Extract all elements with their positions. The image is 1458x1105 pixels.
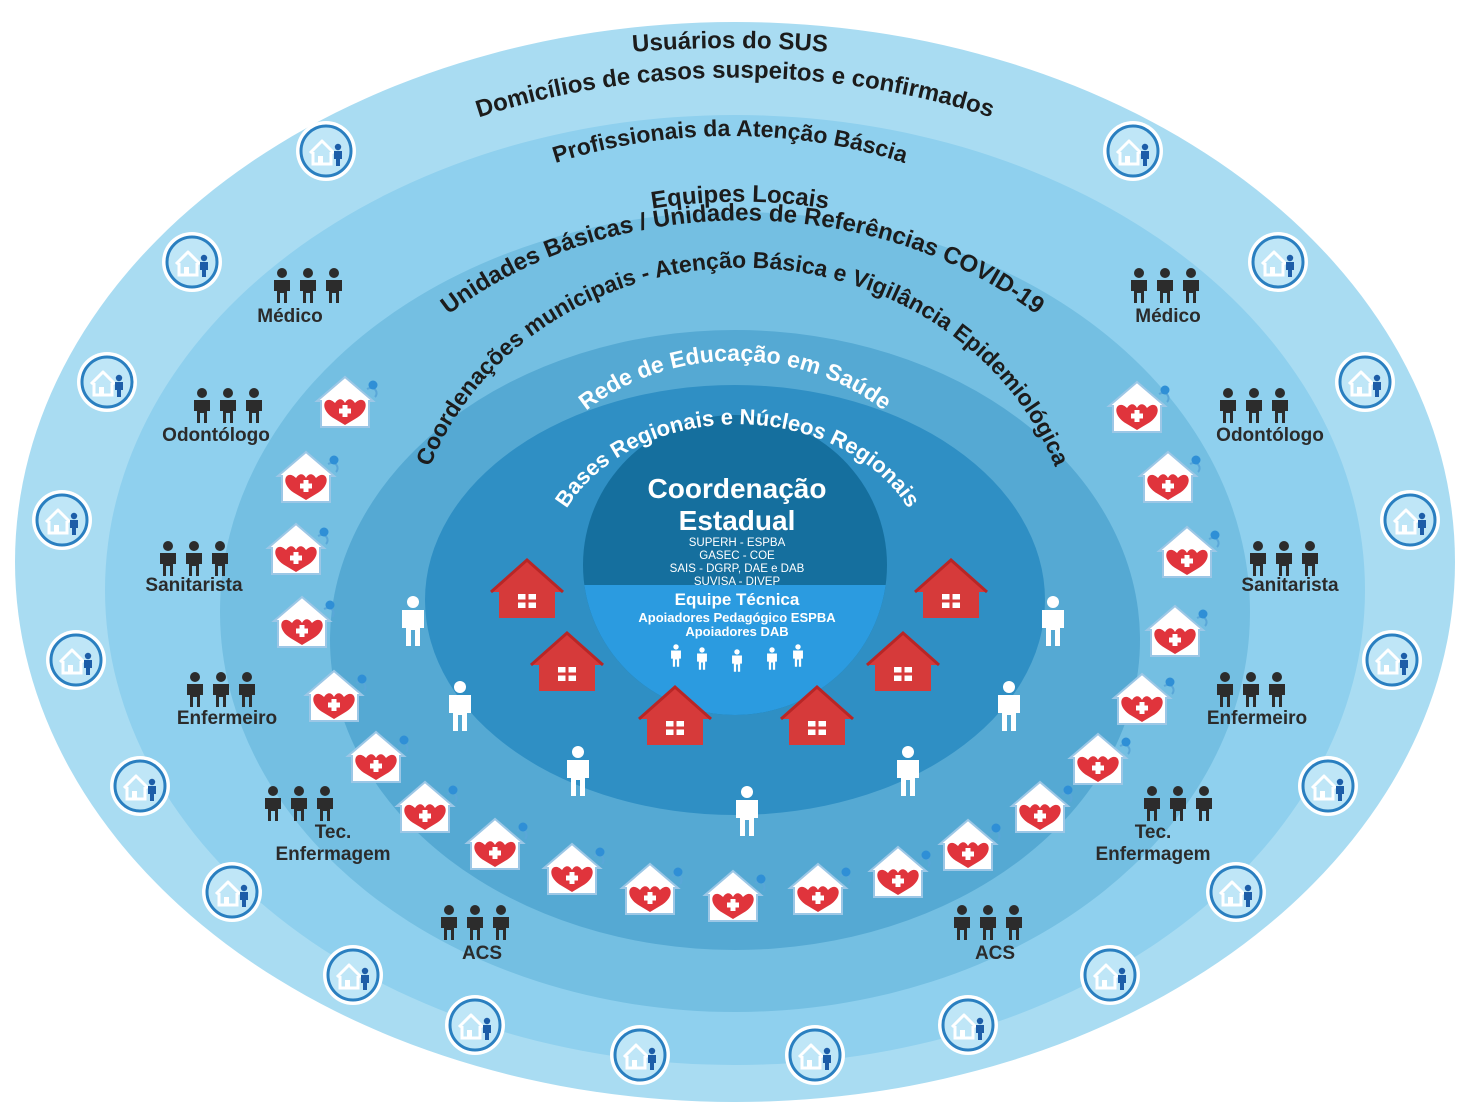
role-label: Sanitarista (145, 575, 243, 596)
team-line1: Apoiadores Pedagógico ESPBA (638, 610, 836, 625)
home-family-icon (1378, 488, 1442, 552)
home-family-icon (783, 1023, 847, 1087)
center-sub-4: SUVISA - DIVEP (694, 576, 781, 588)
label-usuarios-sus: Usuários do SUS (631, 27, 829, 58)
role-label: ACS (462, 943, 502, 964)
role-label: Odontólogo (162, 425, 270, 446)
home-family-icon (44, 628, 108, 692)
home-family-icon (1333, 350, 1397, 414)
home-family-icon (200, 860, 264, 924)
center-sub-1: SUPERH - ESPBA (689, 537, 786, 549)
group-tec-enfermagem-left: Tec. Enfermagem (265, 786, 391, 865)
role-label: Médico (257, 306, 322, 327)
group-enfermeiro-left: Enfermeiro (177, 672, 277, 729)
role-label: Enfermagem (1095, 844, 1210, 865)
role-label: Enfermagem (275, 844, 390, 865)
group-sanitarista-left: Sanitarista (145, 541, 243, 596)
center-coordenacao: Coordenação Estadual SUPERH - ESPBA GASE… (638, 473, 836, 672)
team-title: Equipe Técnica (675, 590, 800, 609)
group-odontologo-left: Odontólogo (162, 388, 270, 446)
group-acs-left: ACS (441, 905, 509, 964)
home-family-icon (608, 1023, 672, 1087)
professionals-right: Médico Odontólogo Sanitarista Enfermeiro… (954, 268, 1339, 964)
group-enfermeiro-right: Enfermeiro (1207, 672, 1307, 729)
role-label: ACS (975, 943, 1015, 964)
role-label: Odontólogo (1216, 425, 1324, 446)
home-family-icon (108, 754, 172, 818)
home-family-icon (1078, 943, 1142, 1007)
home-family-icon (1360, 628, 1424, 692)
role-label: Enfermeiro (1207, 708, 1307, 729)
home-family-icon (160, 230, 224, 294)
role-label: Enfermeiro (177, 708, 277, 729)
center-title-line2: Estadual (679, 505, 796, 536)
role-label: Sanitarista (1241, 575, 1339, 596)
role-label: Tec. (315, 822, 352, 843)
center-sub-2: GASEC - COE (699, 550, 775, 562)
group-acs-right: ACS (954, 905, 1022, 964)
group-odontologo-right: Odontólogo (1216, 388, 1324, 446)
home-family-icon (936, 993, 1000, 1057)
home-family-icon (30, 488, 94, 552)
home-family-icon (443, 993, 507, 1057)
center-title-line1: Coordenação (648, 473, 827, 504)
group-sanitarista-right: Sanitarista (1241, 541, 1339, 596)
home-family-icon (1296, 754, 1360, 818)
center-sub-3: SAIS - DGRP, DAE e DAB (670, 563, 805, 575)
home-family-icon (321, 943, 385, 1007)
home-family-icon (1246, 230, 1310, 294)
group-medico-left: Médico (257, 268, 342, 327)
home-family-icon (1204, 860, 1268, 924)
role-label: Tec. (1135, 822, 1172, 843)
home-family-icon (1101, 119, 1165, 183)
role-label: Médico (1135, 306, 1200, 327)
group-medico-right: Médico (1131, 268, 1201, 327)
home-family-icon (75, 350, 139, 414)
home-family-icon (294, 119, 358, 183)
professionals-left: Médico Odontólogo Sanitarista Enfermeiro… (145, 268, 509, 964)
team-line2: Apoiadores DAB (685, 624, 788, 639)
group-tec-enfermagem-right: Tec. Enfermagem (1095, 786, 1212, 865)
